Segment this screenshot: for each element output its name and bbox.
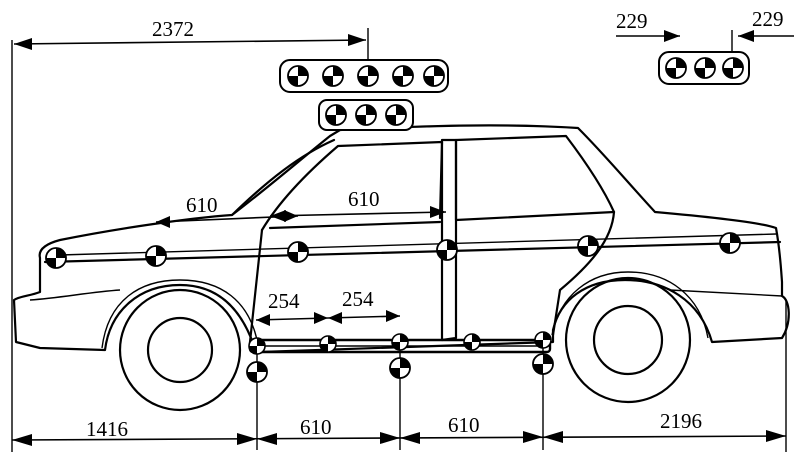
target-icon	[423, 65, 445, 87]
dim-front-overhang: 1416	[86, 417, 128, 441]
front-door-edge	[248, 228, 264, 344]
target-icon	[145, 245, 167, 267]
front-door-window	[268, 220, 442, 230]
target-icon	[463, 333, 481, 351]
target-icon	[722, 57, 744, 79]
rear-tire	[564, 276, 692, 404]
dim-roof-spacing-left: 229	[616, 9, 648, 33]
car-body	[12, 124, 790, 412]
rear-wheel-arch	[551, 271, 709, 339]
car-outline	[12, 124, 790, 354]
target-icon	[355, 104, 377, 126]
target-icon	[532, 353, 554, 375]
dimension-labels: 2372 229 229 610 610 254 254 1416 610 61…	[86, 7, 784, 441]
target-icon	[322, 65, 344, 87]
rear-door-window	[454, 134, 616, 222]
front-rim	[146, 316, 214, 384]
body-targets	[45, 232, 741, 383]
dim-bottom-spacing-a: 610	[300, 415, 332, 439]
dim-sill-spacing-a: 254	[268, 289, 300, 313]
front-wheel-arch	[101, 279, 259, 349]
dim-hood-spacing: 610	[186, 193, 218, 217]
target-icon	[389, 357, 411, 379]
target-icon	[694, 57, 716, 79]
target-icon	[248, 337, 266, 355]
target-icon	[391, 333, 409, 351]
target-icon	[287, 241, 309, 263]
dim-front-to-target: 2372	[152, 17, 194, 41]
belt-line-upper	[59, 233, 777, 256]
target-icon	[436, 239, 458, 261]
dim-bottom-spacing-b: 610	[448, 413, 480, 437]
target-icon	[534, 331, 552, 349]
target-icon	[385, 104, 407, 126]
target-icon	[319, 335, 337, 353]
roof-target-strip-large	[279, 59, 449, 93]
target-icon	[665, 57, 687, 79]
roof-target-strip-small	[318, 99, 414, 131]
belt-line	[43, 240, 782, 264]
front-windshield-edge	[230, 138, 336, 217]
rear-target-strip	[658, 51, 750, 85]
dim-rear-overhang: 2196	[660, 409, 702, 433]
target-icon	[719, 232, 741, 254]
dim-door-spacing: 610	[348, 187, 380, 211]
dim-sill-spacing-b: 254	[342, 287, 374, 311]
target-icon	[45, 247, 67, 269]
target-icon	[357, 65, 379, 87]
b-pillar	[440, 138, 458, 342]
rear-door-edge	[551, 210, 616, 337]
target-icon	[287, 65, 309, 87]
rear-rim	[592, 304, 664, 376]
target-icon	[325, 104, 347, 126]
target-icon	[246, 361, 268, 383]
target-icon	[392, 65, 414, 87]
target-icon	[577, 235, 599, 257]
dimension-lines	[11, 30, 794, 446]
front-tire	[118, 288, 242, 412]
dim-roof-spacing-right: 229	[752, 7, 784, 31]
